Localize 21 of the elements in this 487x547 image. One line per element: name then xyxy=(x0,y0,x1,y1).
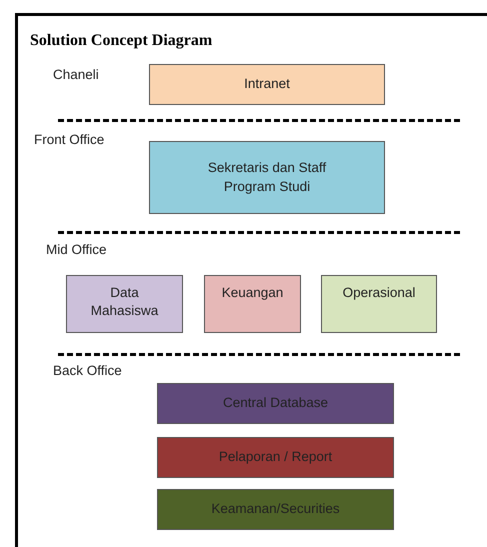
box-label: Sekretaris dan Staff Program Studi xyxy=(206,159,328,196)
layer-box xyxy=(157,383,394,424)
box-label: Pelaporan / Report xyxy=(218,448,332,466)
layer-label: Mid Office xyxy=(46,242,107,257)
layer-box xyxy=(204,275,301,333)
layer-box xyxy=(66,275,183,333)
box-label: Keamanan/Securities xyxy=(211,500,340,518)
box-label: Keuangan xyxy=(222,284,284,302)
box-label: Data Mahasiswa xyxy=(90,284,160,320)
layer-label: Back Office xyxy=(53,363,122,378)
box-label: Central Database xyxy=(222,394,328,412)
layer-box xyxy=(157,437,394,478)
layer-box xyxy=(149,64,385,105)
layer-box xyxy=(157,489,394,530)
layer-label: Chaneli xyxy=(53,67,99,82)
box-label: Intranet xyxy=(244,75,290,94)
layer-box xyxy=(149,141,385,214)
diagram-title: Solution Concept Diagram xyxy=(30,32,212,50)
layer-box xyxy=(321,275,437,333)
layer-label: Front Office xyxy=(34,132,104,147)
box-label: Operasional xyxy=(342,284,416,302)
